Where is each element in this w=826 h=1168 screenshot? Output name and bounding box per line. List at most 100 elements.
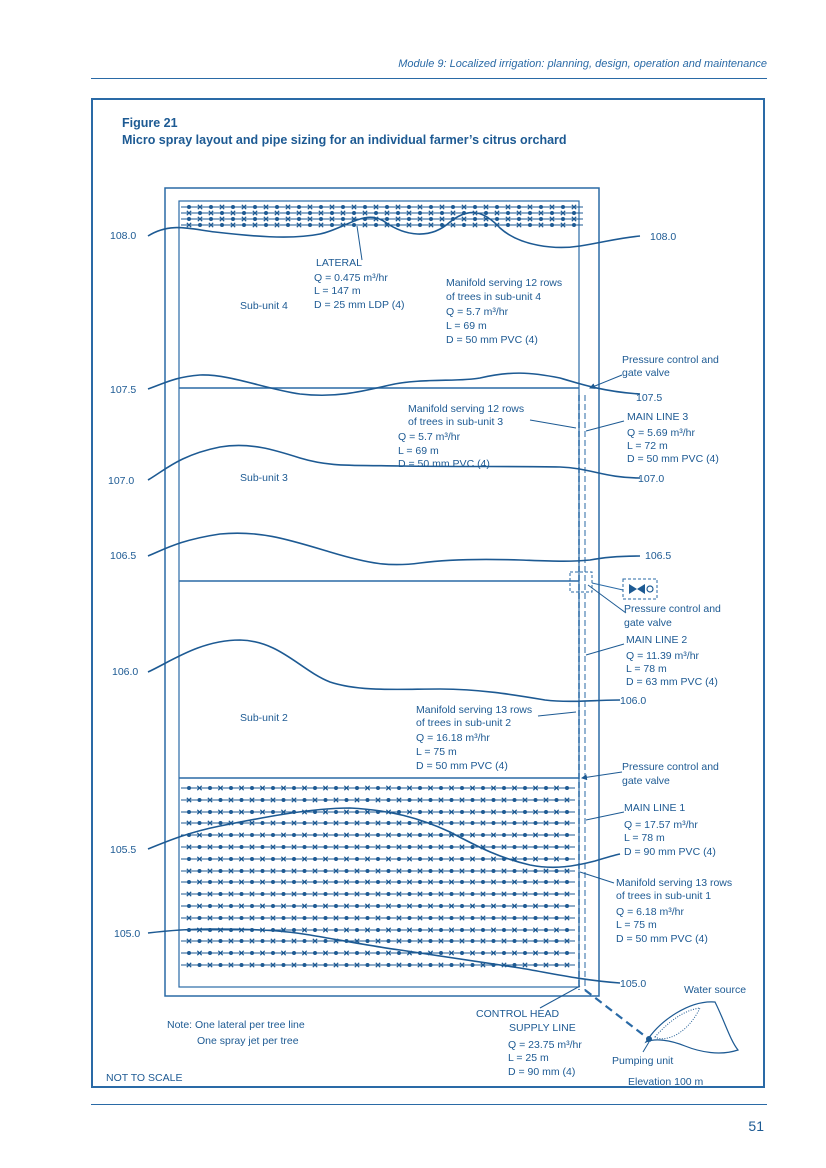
spray-jet-marker	[532, 856, 539, 862]
tree-marker	[565, 810, 569, 814]
tree-marker	[250, 810, 254, 814]
tree-marker	[260, 798, 265, 802]
tree-marker	[260, 963, 265, 967]
manifold4-line2: of trees in sub-unit 4	[446, 291, 541, 303]
spray-jet-marker	[259, 809, 266, 815]
tree-marker	[229, 880, 233, 884]
tree-marker	[470, 892, 475, 896]
tree-marker	[407, 821, 412, 825]
spray-jet-marker	[483, 204, 489, 210]
tree-marker	[481, 810, 485, 814]
tree-marker	[313, 857, 317, 861]
spray-jet-marker	[448, 856, 455, 862]
tree-marker	[554, 892, 559, 896]
spray-jet-marker	[249, 820, 255, 826]
tree-marker	[271, 951, 275, 955]
spray-jet-marker	[406, 856, 413, 862]
tree-marker	[572, 211, 576, 215]
contour-label-108-0-left: 108.0	[110, 230, 136, 242]
spray-jet-marker	[362, 222, 368, 228]
tree-marker	[481, 857, 485, 861]
tree-marker	[187, 217, 191, 221]
tree-marker	[271, 833, 275, 837]
spray-jet-marker	[571, 216, 577, 222]
spray-jet-marker	[396, 844, 402, 850]
spray-jet-marker	[469, 809, 476, 815]
tree-marker	[533, 939, 538, 943]
spray-jet-marker	[448, 809, 455, 815]
contour-label-105-0-right: 105.0	[620, 978, 646, 990]
tree-marker	[271, 786, 275, 790]
subunit-4-label: Sub-unit 4	[240, 300, 288, 312]
spray-jet-marker	[291, 868, 297, 874]
manifold3-q: Q = 5.7 m³/hr	[398, 431, 461, 443]
tree-marker	[418, 857, 422, 861]
spray-jet-marker	[385, 879, 392, 885]
leader-manifold1	[579, 871, 615, 884]
spray-jet-marker	[448, 903, 455, 909]
valve-mid-line1: Pressure control and	[624, 603, 721, 615]
tree-marker	[407, 963, 412, 967]
spray-jet-marker	[490, 927, 497, 933]
tree-marker	[512, 892, 517, 896]
spray-jet-marker	[511, 879, 518, 885]
spray-jet-marker	[333, 820, 339, 826]
tree-marker	[260, 939, 265, 943]
spray-jet-marker	[217, 785, 224, 791]
spray-jet-marker	[417, 844, 423, 850]
tree-marker	[187, 951, 191, 955]
water-body-icon	[654, 1007, 701, 1040]
spray-jet-marker	[469, 879, 476, 885]
spray-jet-marker	[459, 868, 465, 874]
spray-jet-marker	[553, 879, 560, 885]
tree-marker	[344, 916, 349, 920]
spray-jet-marker	[259, 879, 266, 885]
gate-valve-icon	[629, 584, 645, 594]
tree-marker	[197, 821, 202, 825]
footer-rule	[91, 1104, 767, 1105]
spray-jet-marker	[384, 210, 390, 216]
spray-jet-marker	[406, 210, 412, 216]
spray-jet-marker	[560, 222, 566, 228]
spray-jet-marker	[333, 915, 339, 921]
spray-jet-marker	[312, 868, 318, 874]
figure-label: Figure 21	[122, 116, 178, 130]
tree-marker	[323, 798, 328, 802]
spray-jet-marker	[450, 210, 456, 216]
tree-marker	[523, 951, 527, 955]
tree-marker	[323, 821, 328, 825]
spray-jet-marker	[301, 927, 308, 933]
spray-jet-marker	[208, 210, 214, 216]
tree-marker	[220, 223, 224, 227]
tree-marker	[208, 810, 212, 814]
tree-marker	[544, 928, 548, 932]
spray-jet-marker	[543, 938, 549, 944]
spray-jet-marker	[480, 868, 486, 874]
tree-marker	[418, 880, 422, 884]
contour-label-107-0-left: 107.0	[108, 475, 134, 487]
laterals-subunit-4	[181, 204, 583, 228]
contour-label-105-0-left: 105.0	[114, 928, 140, 940]
spray-jet-marker	[375, 915, 381, 921]
tree-marker	[397, 880, 401, 884]
tree-marker	[397, 786, 401, 790]
valve-connector	[591, 582, 624, 591]
tree-marker	[187, 810, 191, 814]
tree-marker	[533, 963, 538, 967]
tree-marker	[544, 786, 548, 790]
main2-d: D = 63 mm PVC (4)	[626, 676, 718, 688]
spray-jet-marker	[385, 903, 392, 909]
tree-marker	[491, 939, 496, 943]
tree-marker	[449, 939, 454, 943]
main2-l: L = 78 m	[626, 663, 667, 675]
tree-marker	[523, 857, 527, 861]
tree-marker	[397, 833, 401, 837]
manifold1-d: D = 50 mm PVC (4)	[616, 933, 708, 945]
tree-marker	[385, 205, 389, 209]
tree-marker	[470, 845, 475, 849]
spray-jet-marker	[564, 915, 570, 921]
tree-marker	[439, 833, 443, 837]
spray-jet-marker	[469, 950, 476, 956]
spray-jet-marker	[354, 915, 360, 921]
spray-jet-marker	[364, 809, 371, 815]
